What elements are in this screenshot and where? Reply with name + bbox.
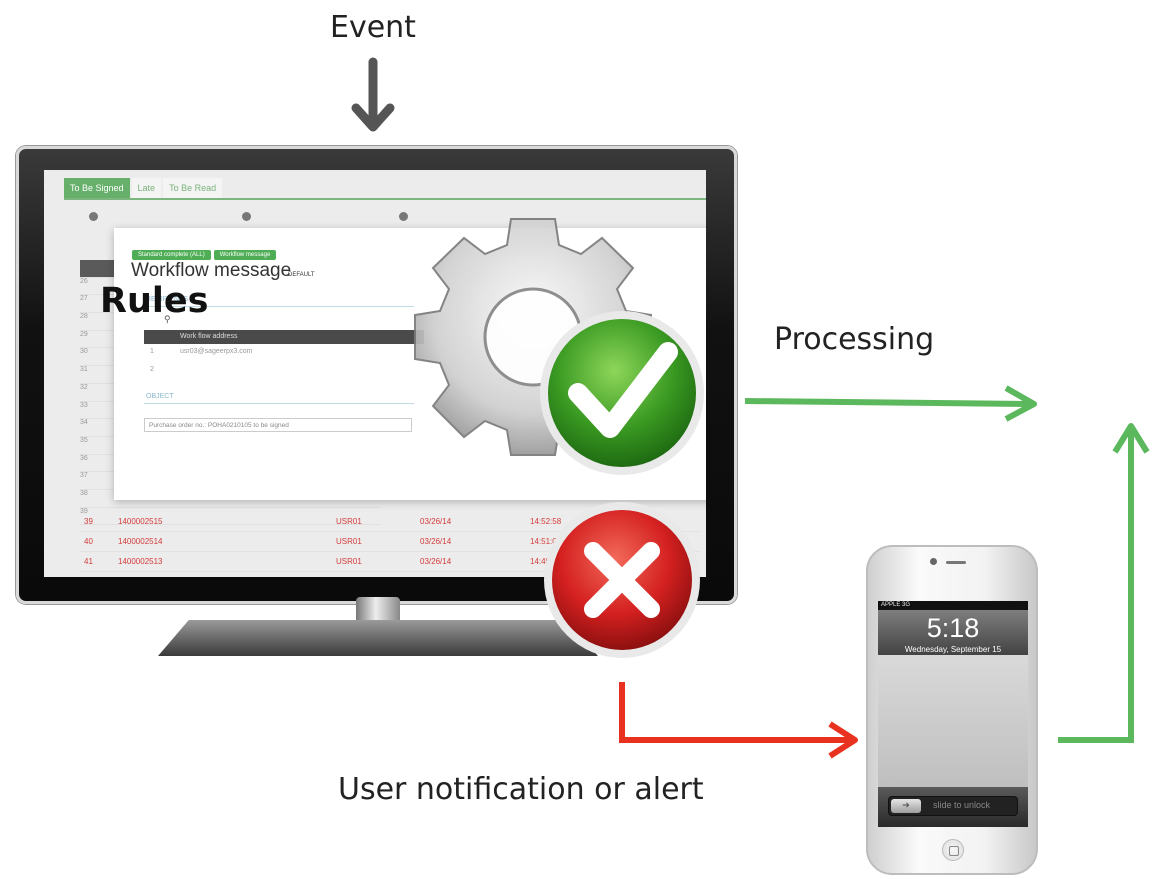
lock-date: Wednesday, September 15 bbox=[904, 645, 1002, 654]
breadcrumb-item[interactable]: Workflow message bbox=[213, 250, 277, 260]
checkmark-icon bbox=[540, 311, 704, 475]
home-button[interactable] bbox=[942, 839, 964, 861]
table-row[interactable]: 40 1400002514 USR01 03/26/14 14:51:04 bbox=[80, 532, 700, 552]
recipients-table-header: Work flow address bbox=[144, 330, 424, 344]
wallpaper bbox=[878, 655, 1028, 787]
rules-label: Rules bbox=[100, 281, 209, 321]
alert-rows: 39 1400002515 USR01 03/26/14 14:52:58 40… bbox=[80, 512, 700, 572]
right-arrow-icon bbox=[744, 385, 1037, 422]
phone-screen: APPLE 3G 5:18 Wednesday, September 15 ➔ … bbox=[878, 601, 1028, 827]
speaker-grille bbox=[946, 561, 966, 564]
object-heading: OBJECT bbox=[146, 393, 174, 400]
default-dropdown[interactable]: DEFAULT bbox=[288, 272, 315, 278]
row-number: 2 bbox=[150, 366, 154, 373]
slide-text: slide to unlock bbox=[933, 800, 991, 810]
list-row: 39 bbox=[80, 508, 380, 526]
row-number: 1 bbox=[150, 348, 154, 355]
step-dot bbox=[89, 212, 98, 221]
x-icon bbox=[544, 502, 700, 658]
smartphone: APPLE 3G 5:18 Wednesday, September 15 ➔ … bbox=[866, 545, 1038, 875]
camera-icon bbox=[930, 558, 937, 565]
event-label: Event bbox=[330, 10, 416, 45]
step-dot bbox=[242, 212, 251, 221]
breadcrumb: Standard complete (ALL) Workflow message bbox=[132, 250, 277, 260]
step-dot bbox=[399, 212, 408, 221]
table-row[interactable]: 41 1400002513 USR01 03/26/14 14:49 bbox=[80, 552, 700, 572]
down-arrow-icon bbox=[351, 57, 395, 132]
tab-late[interactable]: Late bbox=[131, 178, 162, 198]
tv-stand bbox=[158, 620, 598, 656]
screen-tabs: To Be Signed Late To Be Read bbox=[64, 178, 223, 198]
slide-arrow-icon[interactable]: ➔ bbox=[891, 799, 921, 813]
dialog-title: Workflow message bbox=[131, 260, 292, 281]
tab-to-be-read[interactable]: To Be Read bbox=[163, 178, 223, 198]
lock-header bbox=[878, 610, 1028, 655]
recipients-heading: RECIPIENTS bbox=[146, 296, 189, 303]
unlock-slider[interactable]: ➔ slide to unlock bbox=[888, 796, 1018, 816]
status-bar: APPLE 3G bbox=[878, 601, 1028, 610]
list-row: 38 bbox=[80, 490, 380, 508]
alert-arrow-icon bbox=[619, 682, 858, 759]
up-arrow-icon bbox=[1058, 423, 1150, 743]
notification-label: User notification or alert bbox=[338, 772, 704, 807]
tab-to-be-signed[interactable]: To Be Signed bbox=[64, 178, 130, 198]
lock-clock: 5:18 bbox=[926, 613, 980, 643]
recipient-address[interactable]: usr03@sageerpx3.com bbox=[180, 348, 253, 355]
breadcrumb-item[interactable]: Standard complete (ALL) bbox=[132, 250, 211, 260]
object-field[interactable]: Purchase order no.: POHA0210105 to be si… bbox=[144, 418, 412, 432]
table-row[interactable]: 39 1400002515 USR01 03/26/14 14:52:58 bbox=[80, 512, 700, 532]
section-divider bbox=[144, 403, 414, 404]
processing-label: Processing bbox=[774, 322, 935, 357]
search-icon[interactable]: ⚲ bbox=[164, 314, 171, 324]
unlock-bar: ➔ slide to unlock bbox=[878, 787, 1028, 827]
tab-underline bbox=[64, 198, 706, 200]
section-divider bbox=[144, 306, 414, 307]
